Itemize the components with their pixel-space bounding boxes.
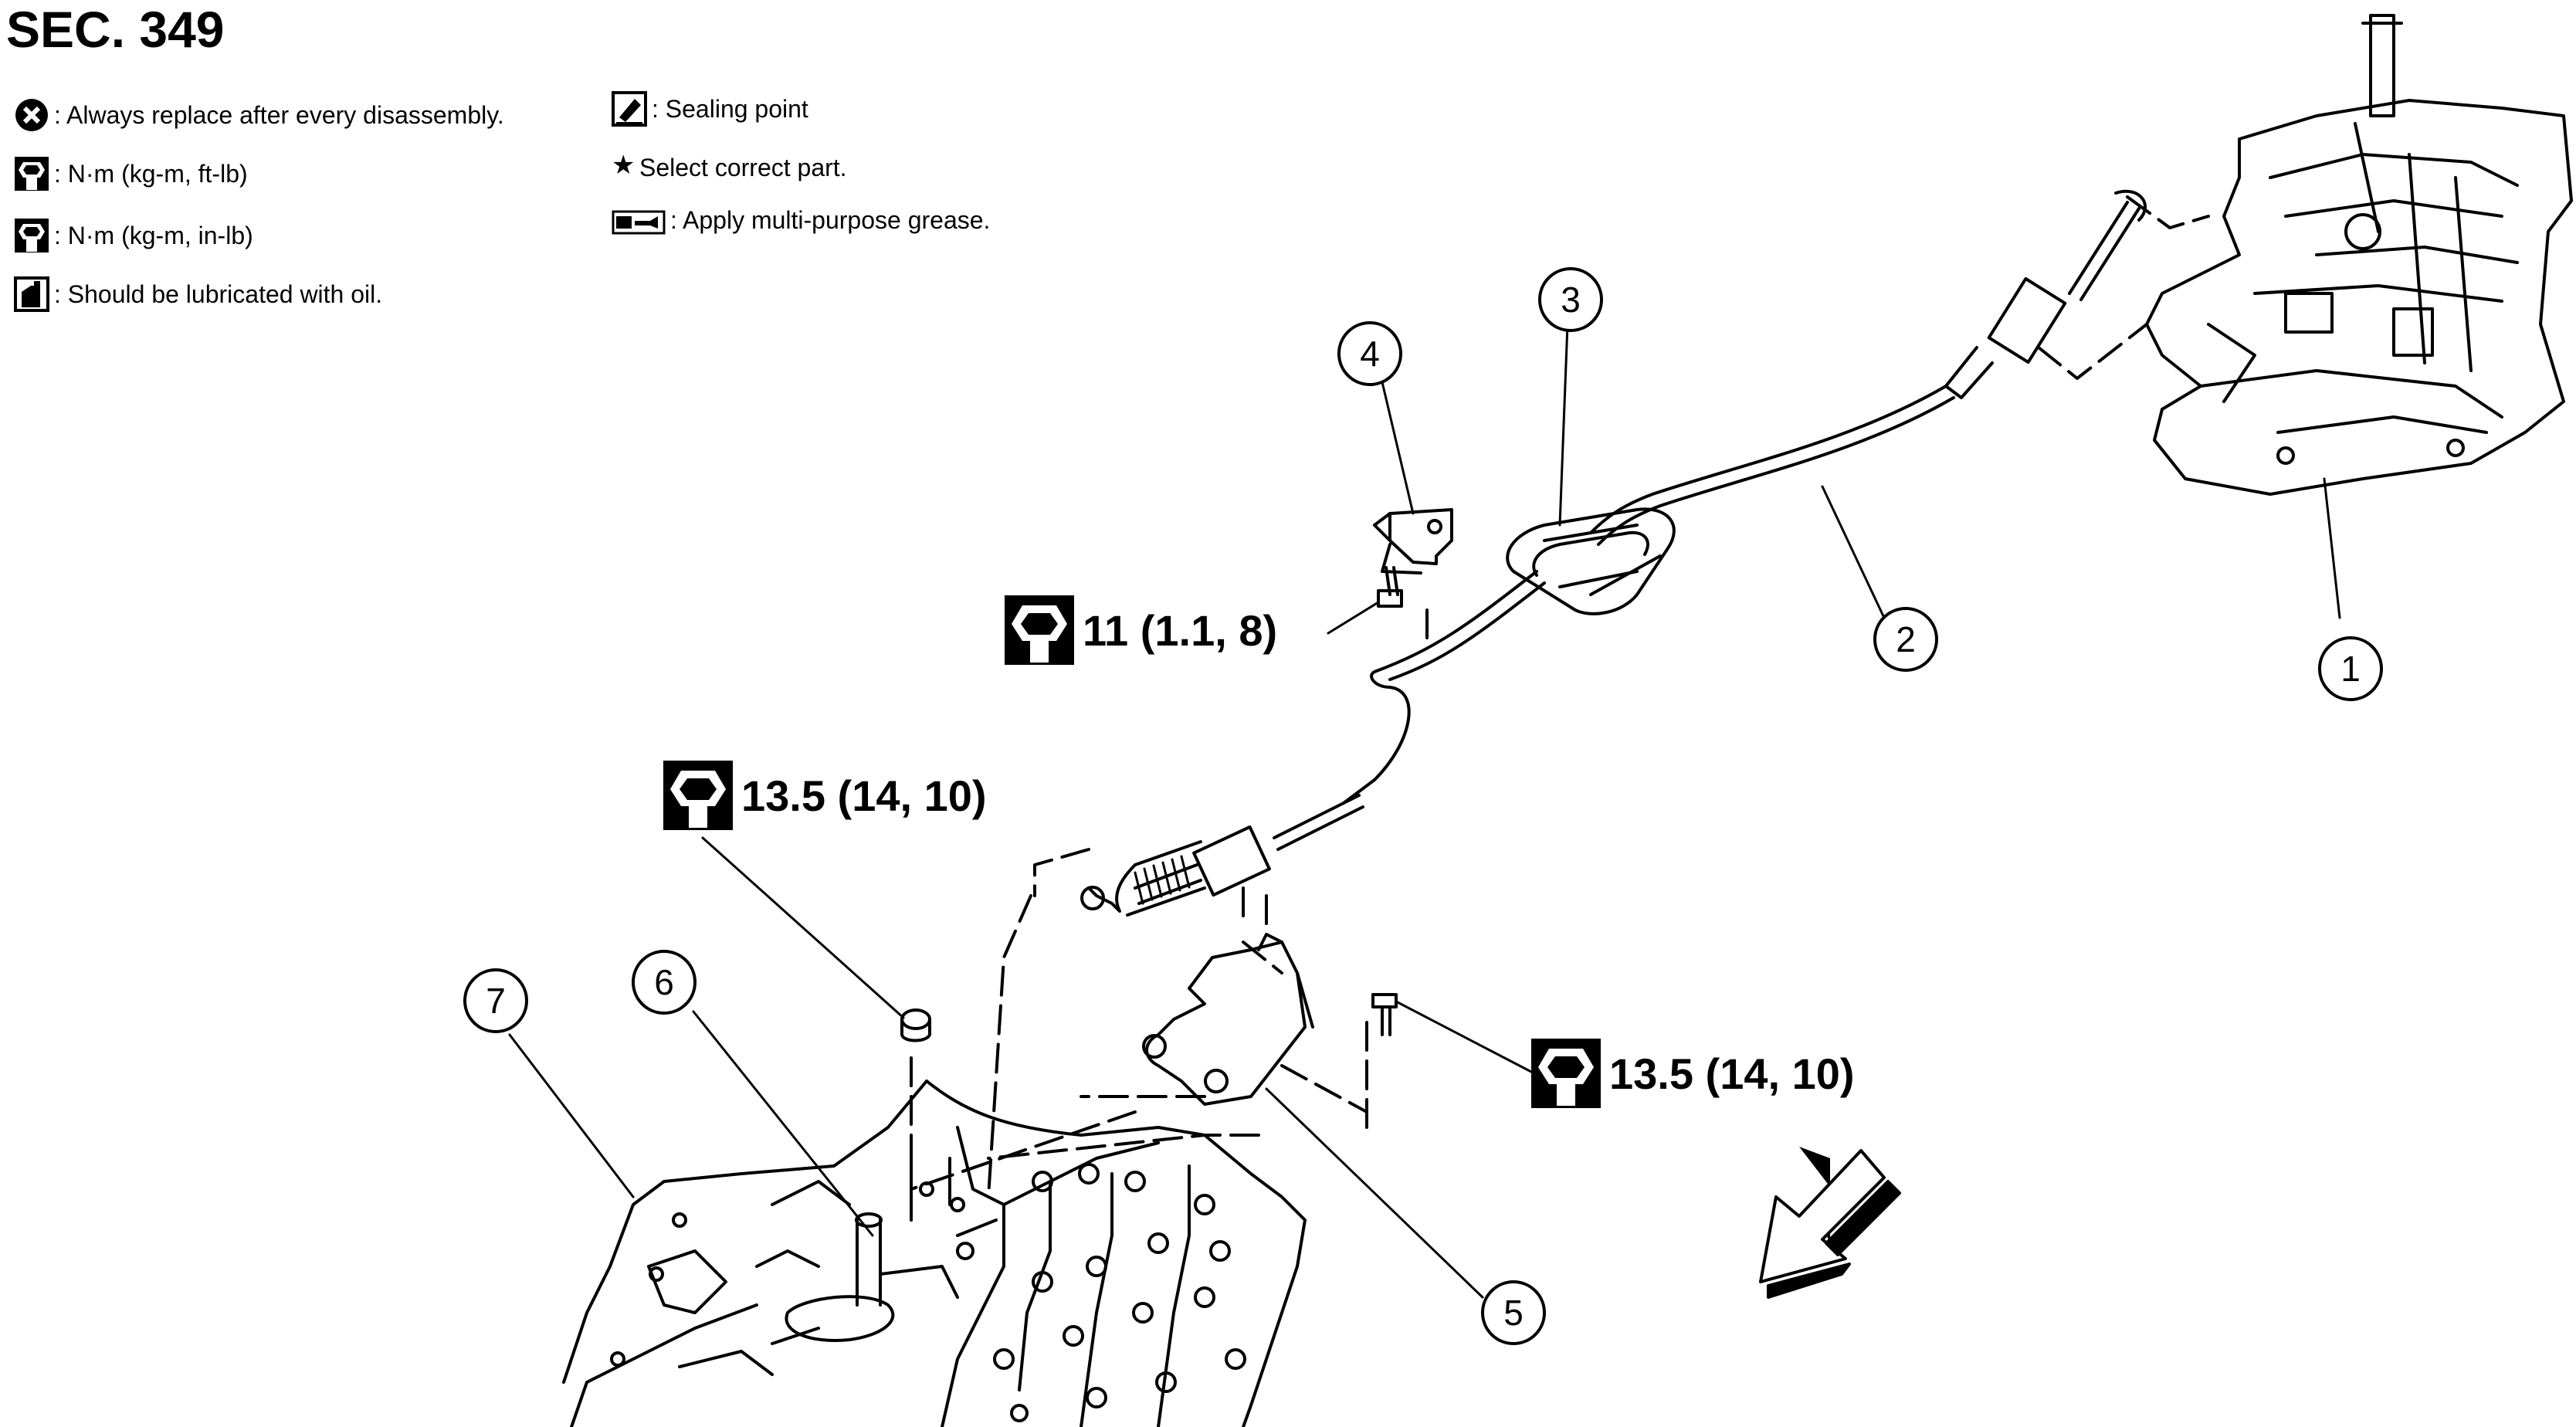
section-title: SEC. 349 <box>6 1 225 58</box>
torque-spec-bolt: 13.5 (14, 10) <box>1530 1038 1855 1109</box>
torque-value: 11 (1.1, 8) <box>1083 605 1278 655</box>
legend-replace-text: : Always replace after every disassembly… <box>54 101 504 129</box>
torque-wrench-icon <box>1531 1039 1601 1108</box>
callout-6-label: 6 <box>654 962 674 1002</box>
torque-wrench-icon <box>1005 595 1074 665</box>
callout-7-label: 7 <box>486 981 506 1021</box>
legend-oil-text: : Should be lubricated with oil. <box>54 280 383 308</box>
callout-3-label: 3 <box>1561 280 1581 320</box>
star-icon: ★ <box>612 151 636 180</box>
callout-2-label: 2 <box>1896 619 1916 659</box>
bracket <box>1373 508 1453 575</box>
manual-lever <box>771 1212 895 1345</box>
control-cable <box>1080 189 2147 917</box>
torque-inlb-icon <box>15 219 49 253</box>
legend-torque-ftlb-text: : N·m (kg-m, ft-lb) <box>54 160 248 188</box>
assembly-guide-lines <box>910 195 2210 1206</box>
torque-spec-bracket-bolt: 11 (1.1, 8) <box>1004 595 1277 666</box>
shift-lever-assembly <box>2145 14 2573 496</box>
torque-ftlb-icon <box>15 157 49 191</box>
bolt <box>1377 566 1403 608</box>
callout-1: 1 <box>2318 636 2383 701</box>
legend-oil: : Should be lubricated with oil. <box>14 276 382 312</box>
oil-can-icon <box>14 276 49 312</box>
bolt <box>1371 993 1398 1036</box>
legend-grease: : Apply multi-purpose grease. <box>612 202 990 238</box>
transaxle-assembly <box>562 1080 1307 1427</box>
grease-icon <box>612 210 666 235</box>
legend-torque-ftlb: : N·m (kg-m, ft-lb) <box>14 156 248 192</box>
torque-value: 13.5 (14, 10) <box>1609 1049 1855 1098</box>
legend-sealing: : Sealing point <box>612 91 808 127</box>
legend-torque-inlb: : N·m (kg-m, in-lb) <box>14 218 253 253</box>
callout-1-label: 1 <box>2340 649 2361 689</box>
legend-grease-text: : Apply multi-purpose grease. <box>670 206 991 234</box>
torque-value: 13.5 (14, 10) <box>741 771 987 820</box>
callout-5-label: 5 <box>1503 1293 1524 1333</box>
sealing-point-icon <box>612 91 647 127</box>
legend-replace: : Always replace after every disassembly… <box>14 97 504 133</box>
torque-wrench-icon <box>663 761 733 830</box>
callout-2: 2 <box>1873 607 1938 672</box>
legend-select-part-text: Select correct part. <box>639 154 847 181</box>
front-direction-arrow <box>1759 1147 1901 1299</box>
legend-sealing-text: : Sealing point <box>652 95 808 123</box>
grommet <box>1506 507 1676 615</box>
leader-lines <box>508 323 2341 1299</box>
callout-3: 3 <box>1538 267 1603 332</box>
callout-5: 5 <box>1481 1280 1546 1345</box>
callout-7: 7 <box>463 968 528 1033</box>
replace-x-icon <box>15 99 48 131</box>
callout-4-label: 4 <box>1360 334 1380 374</box>
torque-spec-nut: 13.5 (14, 10) <box>663 760 987 831</box>
nut <box>900 1008 931 1042</box>
cable-bracket <box>1142 933 1314 1106</box>
legend-torque-inlb-text: : N·m (kg-m, in-lb) <box>54 222 253 249</box>
callout-4: 4 <box>1337 321 1402 386</box>
callout-6: 6 <box>632 950 697 1015</box>
legend-select-part: ★ Select correct part. <box>612 150 847 185</box>
